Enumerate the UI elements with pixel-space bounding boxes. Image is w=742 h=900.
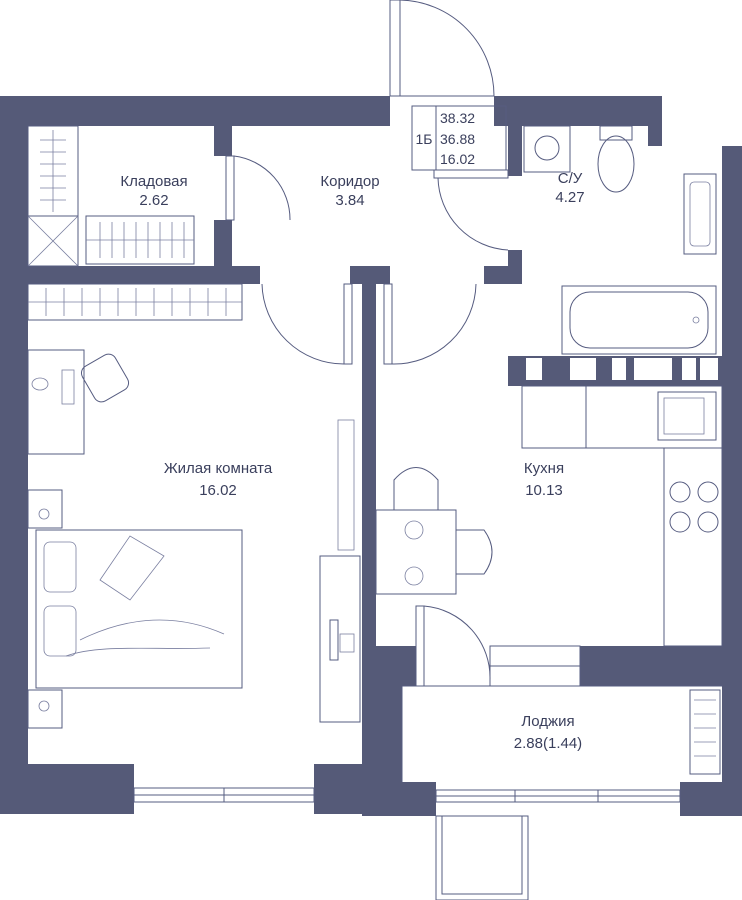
unit-code: 1Б [416, 131, 433, 147]
toilet-icon [597, 125, 635, 193]
area-without-loggia: 36.88 [440, 131, 475, 147]
room-area-living: 16.02 [199, 482, 237, 499]
hangers-storage [40, 139, 185, 258]
room-area-loggia: 2.88(1.44) [514, 735, 582, 752]
room-area-kitchen: 10.13 [525, 482, 563, 499]
room-corridor: Коридор 3.84 [320, 173, 379, 209]
dining-table-icon [375, 467, 493, 595]
loggia-rack-icon [689, 689, 721, 775]
sink-icon [683, 173, 717, 255]
bed-icon [27, 489, 243, 729]
loggia-window [435, 789, 681, 803]
room-storage: Кладовая 2.62 [120, 173, 187, 209]
balcony-extension [435, 815, 529, 900]
living-wardrobe-icon [27, 283, 243, 321]
walls [0, 96, 742, 816]
kitchen-door [383, 283, 477, 365]
room-loggia: Лоджия 2.88(1.44) [514, 713, 582, 752]
desk-chair-icon [27, 349, 130, 455]
stove-icon [669, 481, 719, 533]
kitchen-counter [521, 385, 723, 647]
room-name-kitchen: Кухня [524, 460, 564, 477]
wardrobe-icon [27, 125, 195, 267]
loggia-door [415, 605, 581, 687]
entrance-door [389, 0, 495, 97]
washing-machine-icon [523, 125, 571, 173]
room-area-bathroom: 4.27 [555, 189, 584, 206]
room-living: Жилая комната 16.02 [164, 460, 273, 499]
room-area-storage: 2.62 [139, 192, 168, 209]
kitchen-sink-icon [657, 391, 717, 441]
room-name-loggia: Лоджия [521, 713, 574, 730]
room-name-living: Жилая комната [164, 460, 273, 477]
loggia-outline [401, 685, 722, 782]
total-area: 38.32 [440, 110, 475, 126]
living-door [261, 283, 353, 365]
storage-door [225, 155, 291, 221]
bathroom-window-strip [526, 358, 718, 380]
room-area-corridor: 3.84 [335, 192, 364, 209]
bathroom-door [433, 169, 509, 251]
room-kitchen: Кухня 10.13 [524, 460, 564, 499]
living-window [133, 787, 315, 803]
living-area: 16.02 [440, 151, 475, 167]
tv-icon [319, 419, 361, 723]
bathtub-icon [561, 285, 717, 355]
room-name-bathroom: С/У [558, 170, 583, 187]
room-name-corridor: Коридор [320, 173, 379, 190]
area-summary: 1Б 38.32 36.88 16.02 [411, 105, 507, 171]
room-bathroom: С/У 4.27 [555, 170, 584, 206]
room-name-storage: Кладовая [120, 173, 187, 190]
